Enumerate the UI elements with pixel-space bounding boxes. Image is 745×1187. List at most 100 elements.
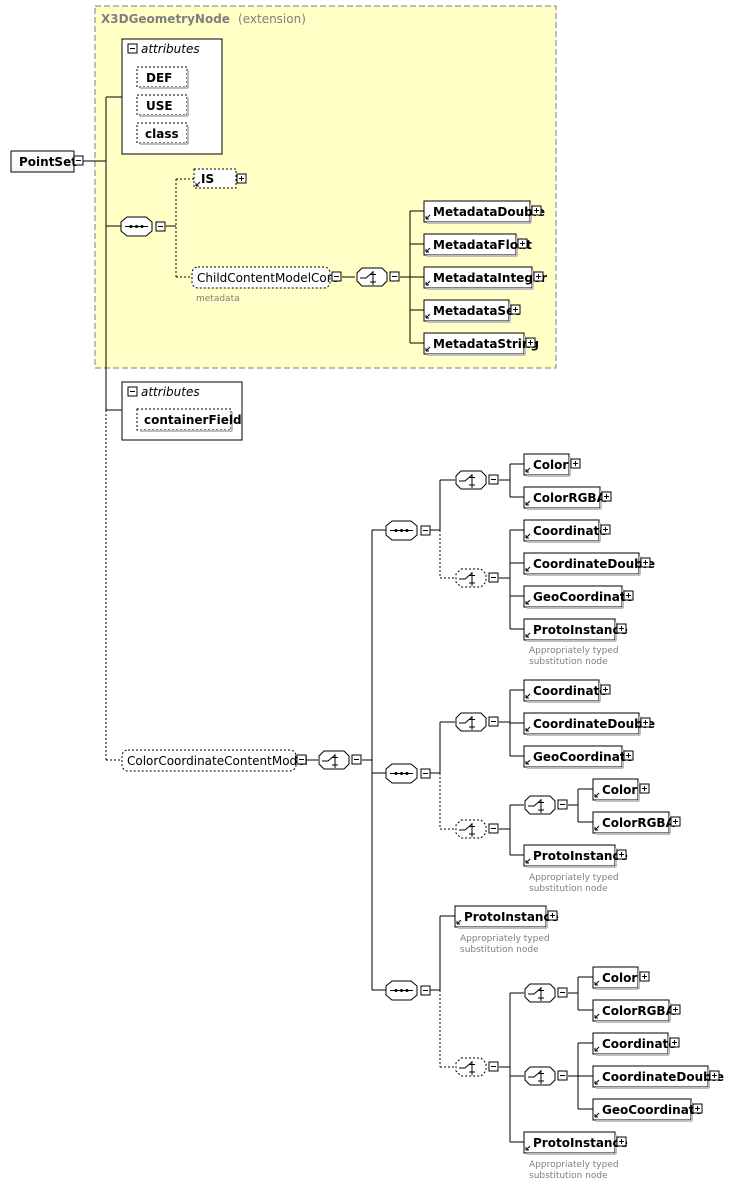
collapse-icon[interactable] [351, 754, 362, 765]
element-coordinate-double[interactable]: CoordinateDouble [523, 712, 655, 736]
choice-compositor[interactable] [455, 470, 499, 490]
choice-compositor[interactable] [524, 983, 568, 1003]
element-metadata-string[interactable]: MetadataString [423, 332, 539, 356]
expand-icon[interactable] [510, 304, 521, 315]
collapse-icon[interactable] [488, 572, 499, 583]
collapse-icon[interactable] [127, 386, 138, 397]
expand-icon[interactable] [533, 271, 544, 282]
choice-compositor[interactable] [524, 1066, 568, 1086]
expand-icon[interactable] [669, 1037, 680, 1048]
element-metadata-integer[interactable]: MetadataInteger [423, 266, 547, 290]
element-geo-coordinate[interactable]: GeoCoordinate [523, 745, 634, 769]
element-is[interactable]: IS [193, 168, 247, 189]
expand-icon[interactable] [547, 910, 558, 921]
expand-icon[interactable] [623, 590, 634, 601]
expand-icon[interactable] [692, 1103, 703, 1114]
choice-compositor[interactable] [318, 750, 362, 770]
collapse-icon[interactable] [420, 525, 431, 536]
collapse-icon[interactable] [420, 768, 431, 779]
expand-icon[interactable] [531, 205, 542, 216]
expand-icon[interactable] [525, 337, 536, 348]
group-child-content-model-core[interactable]: ChildContentModelCore metadata [191, 266, 342, 304]
attribute-container-field[interactable]: containerField [136, 408, 242, 432]
collapse-icon[interactable] [296, 754, 307, 765]
choice-compositor-optional[interactable] [455, 1057, 499, 1077]
metadata-set-label: MetadataSet [433, 304, 520, 318]
choice-compositor-optional[interactable] [455, 819, 499, 839]
expand-icon[interactable] [570, 458, 581, 469]
sequence-compositor[interactable] [120, 216, 166, 237]
element-pointset[interactable]: PointSet [10, 150, 84, 173]
collapse-icon[interactable] [488, 1061, 499, 1072]
attribute-class-label: class [145, 127, 179, 141]
sequence-compositor[interactable] [385, 520, 431, 541]
expand-icon[interactable] [600, 524, 611, 535]
element-metadata-double[interactable]: MetadataDouble [423, 200, 545, 224]
svg-text:X3DGeometryNode (extension: X3DGeometryNode (extension) [101, 8, 306, 27]
extension-attributes-group: attributes DEF USE class [121, 38, 223, 155]
expand-icon[interactable] [670, 816, 681, 827]
attribute-class[interactable]: class [136, 122, 189, 145]
extension-name: X3DGeometryNode [101, 12, 230, 26]
expand-icon[interactable] [600, 684, 611, 695]
element-coordinate-double[interactable]: CoordinateDouble [523, 552, 655, 576]
element-color-rgba[interactable]: ColorRGBA [592, 811, 681, 835]
element-geo-coordinate[interactable]: GeoCoordinate [523, 585, 634, 609]
element-color-rgba[interactable]: ColorRGBA [523, 486, 612, 510]
collapse-icon[interactable] [420, 985, 431, 996]
element-proto-instance[interactable]: ProtoInstance Appropriately typed substi… [523, 844, 628, 894]
element-proto-instance[interactable]: ProtoInstance Appropriately typed substi… [523, 1131, 628, 1181]
collapse-icon[interactable] [127, 43, 138, 54]
sequence-compositor[interactable] [385, 763, 431, 784]
coordinate-label: Coordinate [602, 1037, 676, 1051]
expand-icon[interactable] [709, 1070, 720, 1081]
expand-icon[interactable] [517, 238, 528, 249]
collapse-icon[interactable] [557, 1070, 568, 1081]
element-coordinate[interactable]: Coordinate [523, 679, 611, 703]
element-is-label: IS [201, 172, 214, 186]
element-proto-instance[interactable]: ProtoInstance Appropriately typed substi… [454, 905, 559, 955]
expand-collapse-icon[interactable] [73, 155, 84, 166]
expand-icon[interactable] [639, 783, 650, 794]
expand-icon[interactable] [236, 173, 247, 184]
attribute-def[interactable]: DEF [136, 66, 189, 89]
element-color[interactable]: Color [523, 453, 581, 477]
choice-compositor-optional[interactable] [455, 568, 499, 588]
collapse-icon[interactable] [488, 823, 499, 834]
expand-icon[interactable] [623, 750, 634, 761]
sequence-compositor[interactable] [385, 980, 431, 1001]
choice-compositor[interactable] [524, 795, 568, 815]
choice-compositor[interactable] [455, 712, 499, 732]
collapse-icon[interactable] [557, 987, 568, 998]
proto-note-line1: Appropriately typed [529, 646, 619, 656]
element-coordinate-double[interactable]: CoordinateDouble [592, 1065, 724, 1089]
proto-note-line2: substitution node [529, 884, 608, 894]
collapse-icon[interactable] [389, 271, 400, 282]
element-proto-instance[interactable]: ProtoInstance Appropriately typed substi… [523, 618, 628, 667]
expand-icon[interactable] [616, 1136, 627, 1147]
element-coordinate[interactable]: Coordinate [523, 519, 611, 543]
element-color-rgba[interactable]: ColorRGBA [592, 999, 681, 1023]
expand-icon[interactable] [670, 1004, 681, 1015]
collapse-icon[interactable] [488, 474, 499, 485]
collapse-icon[interactable] [155, 221, 166, 232]
expand-icon[interactable] [640, 717, 651, 728]
expand-icon[interactable] [601, 491, 612, 502]
element-geo-coordinate[interactable]: GeoCoordinate [592, 1098, 703, 1122]
collapse-icon[interactable] [557, 799, 568, 810]
expand-icon[interactable] [616, 849, 627, 860]
element-color[interactable]: Color [592, 966, 650, 990]
element-metadata-set[interactable]: MetadataSet [423, 299, 521, 323]
collapse-icon[interactable] [331, 271, 342, 282]
element-metadata-float[interactable]: MetadataFloat [423, 233, 532, 257]
color-label: Color [602, 971, 637, 985]
choice-compositor[interactable] [356, 267, 400, 287]
expand-icon[interactable] [616, 623, 627, 634]
element-coordinate[interactable]: Coordinate [592, 1032, 680, 1056]
element-color[interactable]: Color [592, 778, 650, 802]
collapse-icon[interactable] [488, 716, 499, 727]
expand-icon[interactable] [640, 557, 651, 568]
group-color-coordinate-content-model[interactable]: ColorCoordinateContentModel [121, 749, 308, 772]
expand-icon[interactable] [639, 971, 650, 982]
attribute-use[interactable]: USE [136, 94, 189, 117]
